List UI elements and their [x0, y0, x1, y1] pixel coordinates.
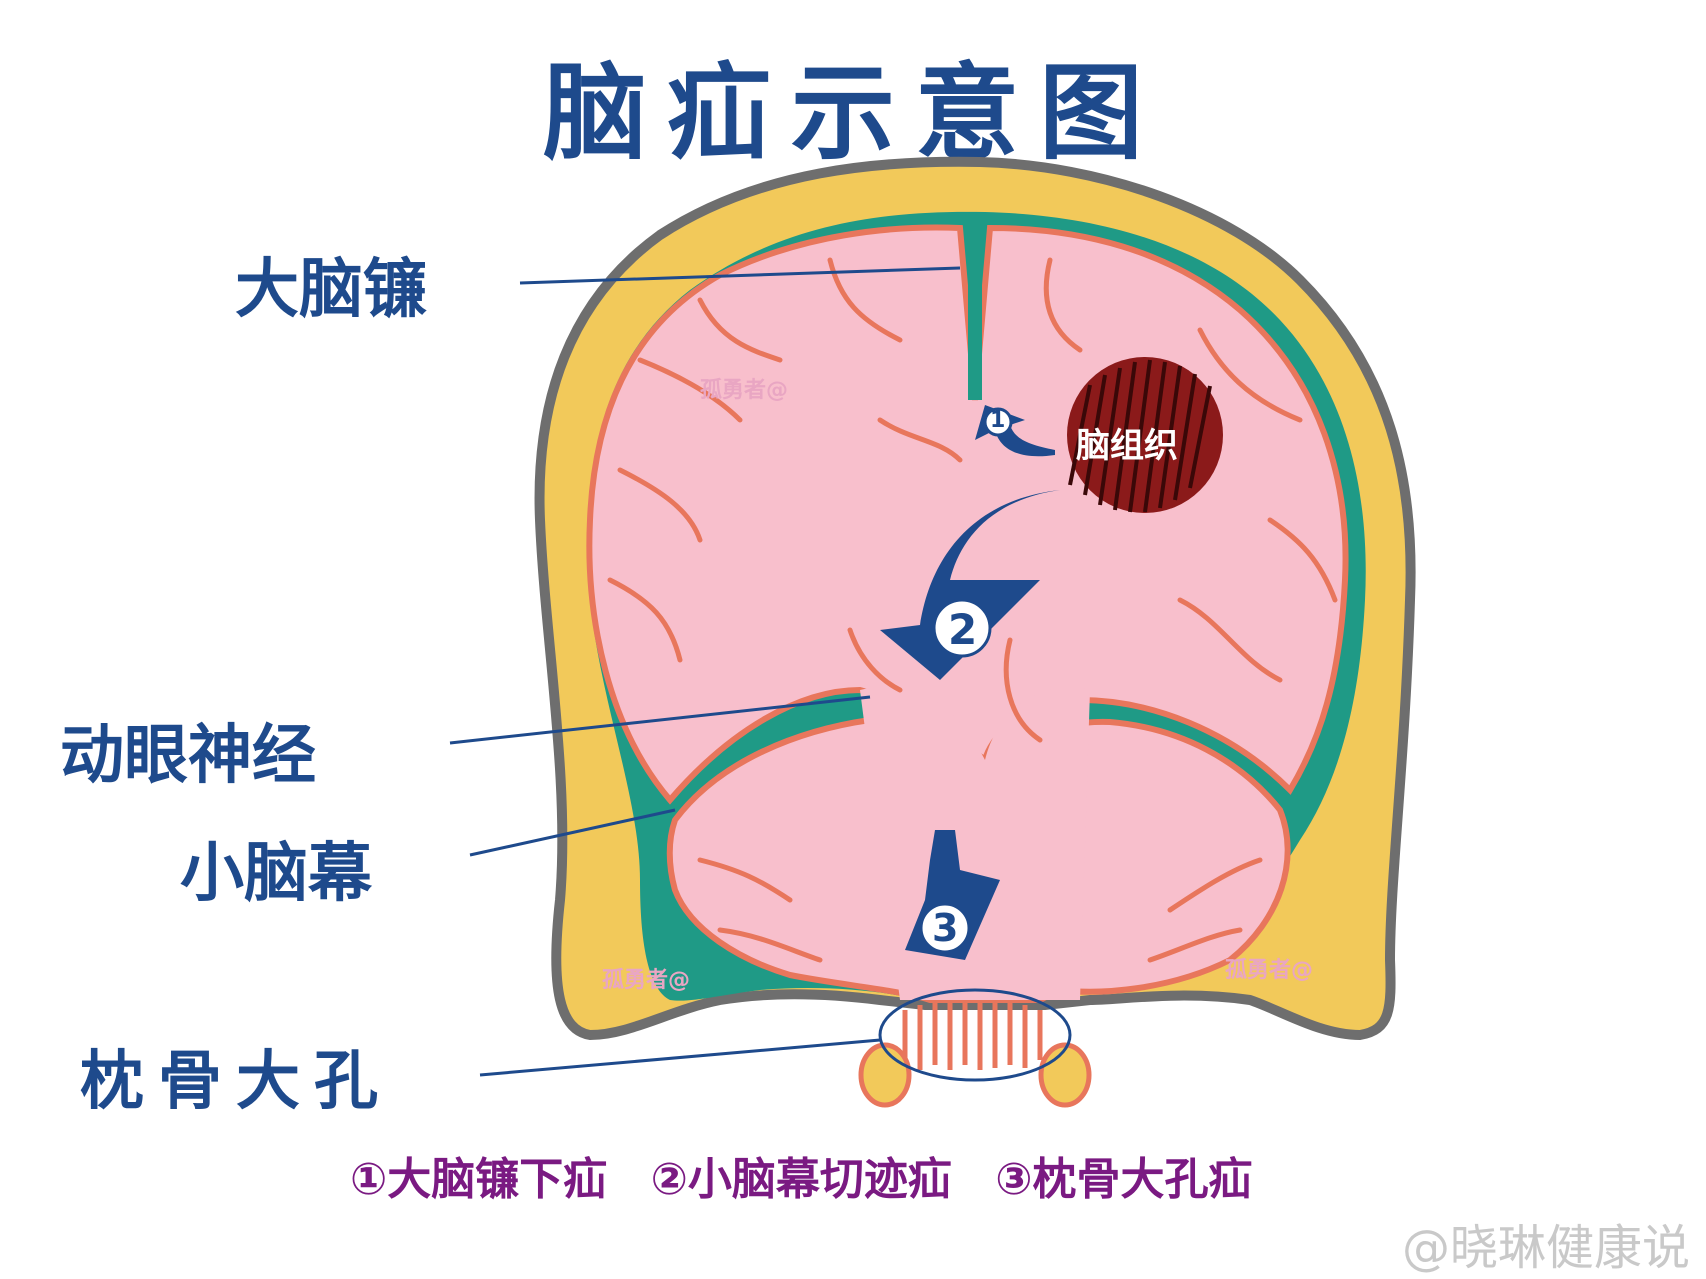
falx-label: 大脑镰	[235, 253, 427, 327]
oculomotor-label: 动眼神经	[60, 719, 316, 793]
marker-3-number: 3	[932, 906, 959, 950]
tentorium-label: 小脑幕	[180, 837, 372, 911]
tissue-label: 脑组织	[1076, 426, 1178, 466]
legend-item-3: ③枕骨大孔疝	[995, 1154, 1253, 1205]
marker-1	[983, 407, 1013, 437]
legend-item-2: ②小脑幕切迹疝	[650, 1154, 952, 1205]
gyri-lines	[607, 257, 1338, 963]
watermark-inner-1: 孤勇者@	[700, 378, 789, 403]
marker-2	[932, 598, 992, 658]
marker-1-number: 1	[990, 408, 1006, 433]
lesion	[1067, 357, 1223, 513]
legend-item-1: ①大脑镰下疝	[350, 1154, 608, 1205]
page-title: 脑疝示意图	[542, 52, 1163, 174]
legend: ①大脑镰下疝 ②小脑幕切迹疝 ③枕骨大孔疝	[350, 1143, 1280, 1207]
foramen-label: 枕骨大孔	[80, 1045, 392, 1119]
watermark-inner-3: 孤勇者@	[1225, 958, 1314, 983]
foramen-magnum	[858, 988, 1092, 1108]
watermark-bottom: @晓琳健康说	[1401, 1220, 1690, 1276]
marker-2-number: 2	[948, 605, 978, 654]
marker-3	[919, 902, 971, 954]
leader-lines	[449, 266, 961, 1077]
arrow-2	[880, 490, 1060, 680]
watermark-inner-2: 孤勇者@	[602, 968, 691, 993]
